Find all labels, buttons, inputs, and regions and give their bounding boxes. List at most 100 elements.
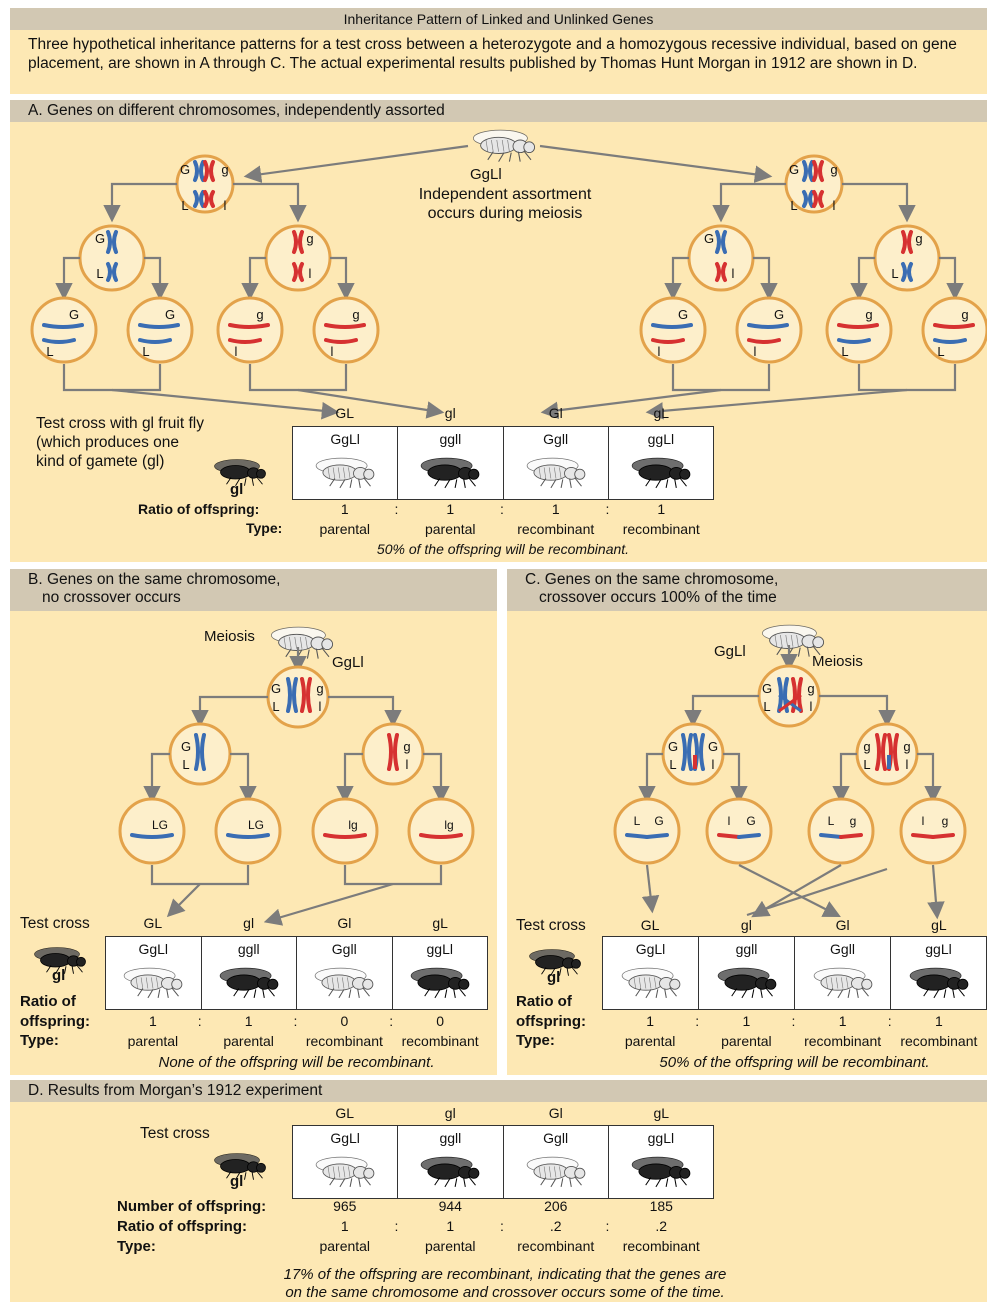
chromatid — [228, 323, 270, 329]
chromosome — [193, 190, 205, 208]
fly-leg — [951, 988, 955, 998]
ratio-separator: : — [791, 1013, 796, 1029]
offspring-count: 944 — [438, 1198, 462, 1214]
gene-letter: l — [732, 266, 735, 281]
fly-leg — [147, 989, 154, 999]
fly-body — [124, 967, 183, 999]
cell-circle — [311, 797, 379, 865]
fly-stripe — [348, 467, 351, 479]
fly-leg — [328, 988, 335, 997]
panel-b-header: B. Genes on the same chromosome, no cros… — [10, 569, 497, 611]
fly-leg — [568, 1177, 572, 1187]
chromatid — [839, 833, 863, 839]
fly-body — [717, 967, 776, 999]
fly-leg — [517, 151, 521, 162]
gene-letter: L — [669, 757, 676, 772]
offspring-genotype: GgLl — [330, 431, 360, 447]
fly-body — [271, 626, 334, 659]
gene-letter: g — [256, 307, 263, 322]
offspring-count: 965 — [333, 1198, 357, 1214]
chromatid — [837, 338, 871, 344]
panel-c-tester-label: gl — [547, 969, 561, 986]
fly-head — [812, 636, 825, 649]
fly-stripe — [780, 634, 783, 647]
fly-stripe — [835, 977, 838, 989]
fly-leg — [855, 988, 859, 998]
gene-letter: g — [961, 307, 968, 322]
fly-stripe — [501, 139, 505, 152]
fly-stripe — [305, 636, 308, 649]
fly-leg — [573, 477, 582, 487]
ratio-value: 1 — [340, 1218, 349, 1234]
chromatid — [228, 338, 262, 344]
chromatid — [42, 323, 84, 329]
panel-d-type-label: Type: — [117, 1238, 156, 1255]
offspring-fly — [310, 960, 378, 1005]
offspring-count: 206 — [544, 1198, 568, 1214]
gamete-label: gl — [444, 405, 456, 421]
ratio-separator: : — [605, 501, 610, 517]
panel-c-meiosis-label: Meiosis — [812, 653, 863, 670]
gene-letter: l — [810, 699, 813, 714]
gene-letter: L — [272, 699, 279, 714]
cell-circle — [825, 296, 893, 364]
chromatid — [419, 833, 463, 839]
panel-b-header-line-2: no crossover occurs — [42, 589, 181, 606]
gene-letter: G — [69, 307, 79, 322]
type-value: parental — [424, 521, 476, 537]
fly-leg — [679, 1176, 687, 1186]
offspring-fly — [627, 450, 695, 495]
offspring-fly — [416, 450, 484, 495]
fly-body — [214, 459, 266, 486]
flow-line — [62, 364, 162, 392]
gene-letter: L — [763, 699, 770, 714]
panel-b-type-label: Type: — [20, 1032, 59, 1049]
fly-icon — [214, 459, 266, 486]
fly-leg — [550, 968, 556, 976]
gene-letter: lg — [444, 818, 453, 832]
chromosome — [106, 230, 118, 254]
cell-circle — [639, 296, 707, 364]
gamete-label: gl — [444, 1105, 456, 1121]
flow-arrow — [328, 695, 402, 728]
fly-abdomen — [40, 953, 71, 968]
panel-a-test-note-3: kind of gamete (gl) — [36, 453, 165, 470]
fly-leg — [235, 478, 241, 486]
ratio-value: 1 — [244, 1013, 253, 1029]
parent-fly — [271, 626, 334, 659]
fly-icon — [421, 1156, 480, 1188]
type-value: recombinant — [517, 521, 595, 537]
gamete-label: gl — [243, 915, 255, 931]
cell-circle — [921, 296, 987, 364]
flow-arrow — [423, 752, 450, 804]
fly-abdomen — [638, 1163, 674, 1180]
fly-leg — [847, 989, 850, 998]
gamete-label: Gl — [337, 915, 352, 931]
flow-arrow — [143, 752, 170, 804]
flow-arrow — [241, 256, 266, 301]
ratio-value: 1 — [838, 1013, 847, 1029]
intro-text: Three hypothetical inheritance patterns … — [10, 30, 987, 94]
gene-letter: l — [224, 198, 227, 213]
gene-letter: L — [937, 344, 944, 359]
gene-letter: L — [46, 344, 53, 359]
panel-d-conclusion-2: on the same chromosome and crossover occ… — [285, 1284, 725, 1301]
fly-leg — [806, 646, 810, 657]
flow-arrow — [753, 256, 778, 301]
fly-body — [315, 457, 375, 489]
fly-leg — [243, 989, 250, 999]
fly-leg — [751, 989, 754, 998]
gene-letter: g — [221, 162, 228, 177]
panel-a-tester-fly — [210, 452, 270, 493]
fly-head — [171, 978, 183, 990]
fly-stripe — [337, 977, 340, 989]
fly-abdomen — [417, 974, 453, 991]
gene-letter: g — [850, 814, 857, 828]
flow-arrow — [917, 752, 942, 804]
fly-leg — [539, 478, 546, 487]
fly-leg — [541, 967, 547, 975]
cell-circle — [30, 296, 98, 364]
fly-stripe — [507, 139, 510, 152]
chromosome — [901, 230, 913, 254]
